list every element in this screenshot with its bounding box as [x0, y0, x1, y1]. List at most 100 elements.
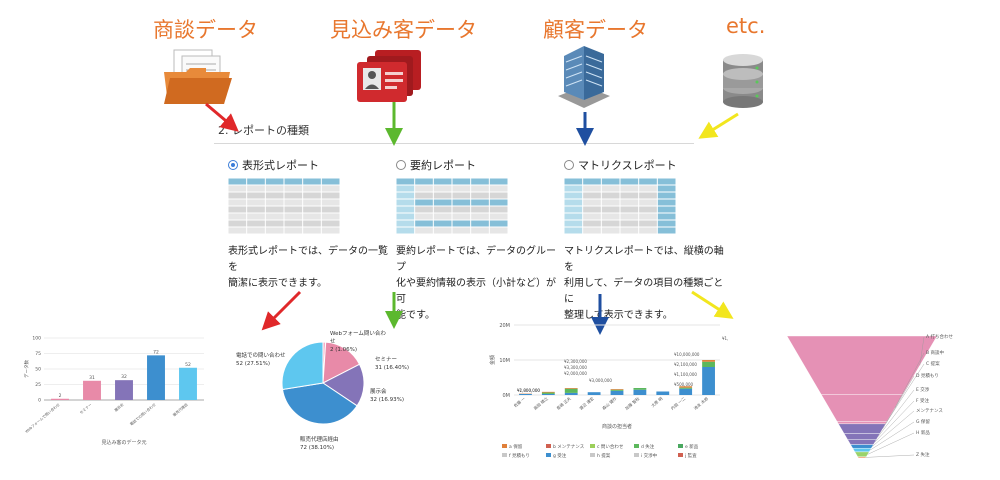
source-label-deals: 商談データ — [153, 18, 258, 42]
data-label: ¥2,300,000 — [564, 359, 587, 364]
legend-swatch — [590, 453, 595, 457]
thumbnail-cell — [583, 213, 601, 220]
legend-swatch — [502, 453, 507, 457]
tabular-desc-line: 簡潔に表示できます。 — [228, 278, 327, 289]
report-type-matrix[interactable]: マトリクスレポート — [564, 157, 677, 173]
funnel-leader-line — [874, 400, 915, 443]
pie-label-name: 展示会 — [370, 389, 387, 395]
thumbnail-cell — [620, 227, 639, 234]
pie-label-agency: 販売代理店経由 72 (38.10%) — [300, 436, 360, 452]
thumbnail-cell — [657, 227, 676, 234]
thumbnail-cell — [639, 192, 657, 199]
stacked-bar-segment — [564, 388, 578, 389]
stacked-bar-segment — [564, 392, 578, 395]
thumbnail-cell — [620, 178, 639, 185]
pie-label-seminar: セミナー 31 (16.40%) — [375, 356, 425, 372]
thumbnail-cell — [564, 213, 583, 220]
stacked-bar-segment — [633, 388, 647, 390]
y-tick-label: 50 — [35, 367, 41, 373]
stacked-bar-segment — [656, 391, 670, 395]
y-tick-label: 75 — [35, 351, 41, 357]
funnel-segment — [836, 421, 888, 425]
report-type-summary[interactable]: 要約レポート — [396, 157, 476, 173]
bar-value-label: 52 — [185, 362, 191, 368]
legend-label: f 見積もり — [509, 452, 530, 459]
thumbnail-cell — [489, 213, 508, 220]
funnel-segment — [820, 394, 904, 422]
matrix-desc-line: 利用して、データの項目の種類ごとに — [564, 278, 724, 305]
x-tick-label: 池永 太郎 — [692, 395, 709, 411]
tabular-report-description: 表形式レポートでは、データの一覧を 簡潔に表示できます。 — [228, 244, 393, 292]
legend-label: c 問い合わせ — [597, 443, 624, 450]
x-tick-label: 加藤 智秋 — [623, 395, 640, 411]
y-axis-label: 金額 — [489, 355, 496, 365]
radio-tabular[interactable] — [228, 160, 238, 170]
thumbnail-cell — [583, 199, 601, 206]
pie-label-name: Webフォーム問い合わせ — [330, 331, 386, 345]
funnel-leader-line — [882, 375, 915, 429]
thumbnail-cell — [471, 213, 489, 220]
folder-documents-icon — [164, 49, 232, 104]
pie-slice — [322, 363, 365, 407]
report-type-tabular[interactable]: 表形式レポート — [228, 157, 319, 173]
radio-matrix[interactable] — [564, 160, 574, 170]
thumbnail-cell — [639, 199, 657, 206]
bar — [83, 380, 101, 400]
thumbnail-cell — [415, 206, 433, 213]
source-label-etc: etc. — [726, 14, 766, 38]
thumbnail-cell — [601, 185, 620, 192]
thumbnail-cell — [228, 227, 247, 234]
funnel-leader-line — [894, 352, 925, 409]
funnel-segment — [847, 439, 877, 445]
funnel-segment — [852, 448, 872, 453]
funnel-stage-label: Z 失注 — [916, 451, 930, 458]
y-axis-label: データ数 — [23, 360, 30, 378]
thumbnail-cell — [265, 206, 284, 213]
stacked-bar-segment — [702, 360, 715, 362]
data-label: ¥2,000,000 — [564, 371, 587, 376]
thumbnail-cell — [228, 199, 247, 206]
funnel-segment — [857, 456, 867, 459]
legend-label: h 提案 — [597, 452, 611, 459]
y-tick-label: 0 — [38, 398, 41, 404]
thumbnail-cell — [321, 206, 340, 213]
thumbnail-cell — [396, 227, 415, 234]
data-label: ¥1,100,000 — [674, 372, 697, 377]
funnel-leader-line — [919, 336, 925, 366]
pie-label-name: 販売代理店経由 — [300, 437, 339, 443]
section-divider — [214, 143, 694, 144]
thumbnail-cell — [228, 213, 247, 220]
thumbnail-cell — [284, 220, 303, 227]
thumbnail-cell — [489, 178, 508, 185]
thumbnail-cell — [620, 185, 639, 192]
x-axis-label: 商談の担当者 — [602, 423, 632, 430]
pie-slice — [282, 341, 324, 391]
bar — [147, 355, 165, 400]
thumbnail-cell — [247, 178, 265, 185]
thumbnail-cell — [489, 227, 508, 234]
thumbnail-cell — [433, 213, 452, 220]
thumbnail-cell — [433, 192, 452, 199]
summary-desc-line: 要約レポートでは、データのグループ — [396, 246, 556, 273]
thumbnail-cell — [601, 192, 620, 199]
pie-label-value: 52 (27.51%) — [236, 361, 271, 367]
stacked-bar-segment — [702, 361, 715, 367]
thumbnail-cell — [433, 220, 452, 227]
thumbnail-cell — [583, 185, 601, 192]
funnel-segment — [838, 423, 886, 434]
thumbnail-cell — [620, 220, 639, 227]
thumbnail-cell — [415, 192, 433, 199]
report-type-summary-label: 要約レポート — [410, 159, 476, 172]
thumbnail-cell — [321, 220, 340, 227]
stacked-bar-segment — [564, 388, 578, 393]
funnel-segment — [850, 444, 874, 449]
radio-summary[interactable] — [396, 160, 406, 170]
thumbnail-cell — [433, 206, 452, 213]
stacked-bar-segment — [610, 389, 624, 391]
thumbnail-cell — [415, 178, 433, 185]
contact-card-icon — [357, 50, 421, 102]
thumbnail-cell — [321, 178, 340, 185]
legend-swatch — [678, 444, 683, 448]
thumbnail-cell — [564, 178, 583, 185]
